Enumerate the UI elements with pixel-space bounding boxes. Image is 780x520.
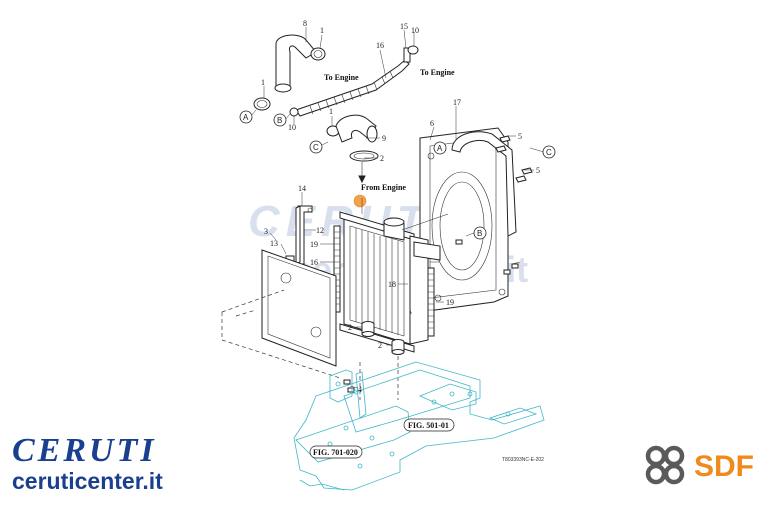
connection-callouts: A B C A C B	[239, 110, 556, 240]
label-part-15: 15	[400, 22, 408, 31]
label-part-13: 13	[270, 239, 278, 248]
label-part-16: 16	[310, 258, 318, 267]
label-part-5: 5	[518, 132, 522, 141]
note-from-engine: From Engine	[361, 183, 406, 192]
screen-panel	[261, 249, 337, 367]
label-part-1: 1	[320, 26, 324, 35]
note-to-engine: To Engine	[420, 68, 455, 77]
label-part-1: 1	[329, 107, 333, 116]
callout-b: B	[477, 229, 482, 238]
note-to-engine: To Engine	[324, 73, 359, 82]
label-part-4: 4	[358, 385, 362, 394]
fig-ref-701[interactable]: FIG. 701-020	[313, 448, 358, 457]
chassis-frame	[293, 361, 545, 491]
ceruti-logo-name: CERUTI	[12, 432, 157, 469]
label-part-12: 12	[316, 226, 324, 235]
label-part-5: 5	[536, 166, 540, 175]
flow-notes: To Engine To Engine From Engine	[324, 68, 455, 192]
fig-ref-501[interactable]: FIG. 501-01	[408, 421, 449, 430]
fan-shroud	[419, 127, 517, 313]
callout-a: A	[437, 144, 443, 153]
label-part-10: 10	[411, 26, 419, 35]
label-part-7: 3	[264, 227, 268, 236]
label-part-16: 16	[376, 41, 384, 50]
drawing-code: T803393NC-E-202	[502, 457, 544, 463]
upper-hose-assembly	[253, 34, 419, 117]
callout-c: C	[313, 143, 319, 152]
leader-lines	[249, 27, 545, 389]
label-part-9: 9	[382, 134, 386, 143]
part-number-labels: 8 1 15 10 16 1 10 1 9 2 17 6 5 5 14 12 1…	[261, 19, 540, 394]
label-part-2: 2	[378, 341, 382, 350]
callout-a: A	[243, 113, 249, 122]
callout-b: B	[277, 116, 282, 125]
side-seals	[333, 225, 435, 337]
label-part-17: 17	[453, 98, 461, 107]
radiator	[339, 194, 449, 353]
label-part-1: 2	[380, 154, 384, 163]
radiator-cap-highlight[interactable]	[353, 194, 367, 208]
label-part-10: 10	[288, 123, 296, 132]
label-part-1: 1	[261, 78, 265, 87]
label-part-2: 2	[348, 323, 352, 332]
ceruti-logo-site: ceruticenter.it	[12, 468, 163, 494]
label-part-6: 6	[430, 119, 434, 128]
bolts	[343, 135, 533, 393]
sdf-logo: SDF	[645, 445, 754, 485]
label-part-18: 18	[388, 280, 396, 289]
label-part-14: 14	[298, 184, 306, 193]
rubber-mounts	[361, 321, 405, 355]
lower-hose-assembly	[326, 114, 379, 184]
label-part-19: 19	[310, 240, 318, 249]
assembly-lines	[221, 289, 413, 400]
ceruti-logo: CERUTI ceruticenter.it	[12, 432, 163, 494]
sdf-emblem-icon	[645, 445, 685, 485]
callout-c: C	[546, 148, 552, 157]
sdf-logo-text: SDF	[694, 450, 754, 483]
label-part-19: 19	[446, 298, 454, 307]
figure-references: FIG. 501-01 FIG. 701-020	[309, 418, 455, 459]
label-part-8: 8	[303, 19, 307, 28]
